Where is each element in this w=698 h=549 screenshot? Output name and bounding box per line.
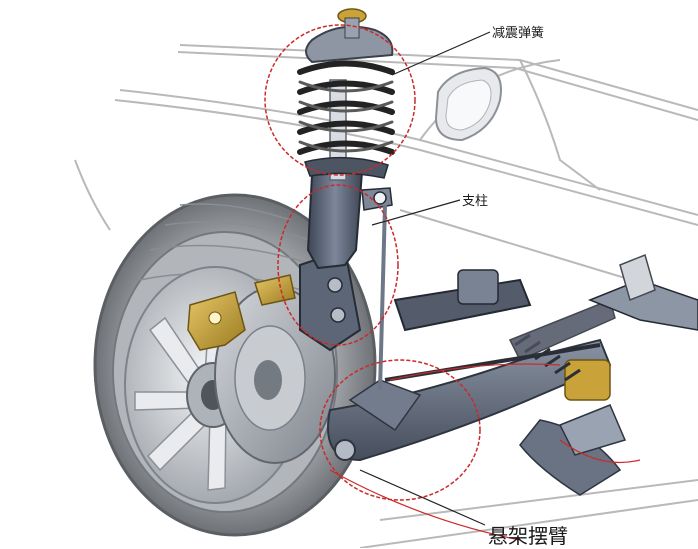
red-connector-lines (329, 363, 641, 541)
highlight-circles (264, 24, 481, 501)
label-shock-spring: 减震弹簧 (492, 26, 545, 41)
side-mirror (434, 66, 502, 142)
label-control-arm: 悬架摆臂 (488, 524, 568, 548)
highlight-strut (277, 184, 399, 346)
highlight-spring (264, 24, 416, 176)
leader-control-arm (359, 469, 486, 526)
leader-lines (359, 31, 491, 526)
brake-rotor (214, 286, 336, 464)
highlight-control-arm (319, 359, 481, 501)
steering-rack (384, 253, 698, 382)
leader-strut (371, 199, 461, 226)
control-arm (327, 338, 627, 496)
brake-caliper (187, 274, 296, 351)
leader-spring (391, 31, 491, 76)
label-strut: 支柱 (462, 194, 489, 209)
